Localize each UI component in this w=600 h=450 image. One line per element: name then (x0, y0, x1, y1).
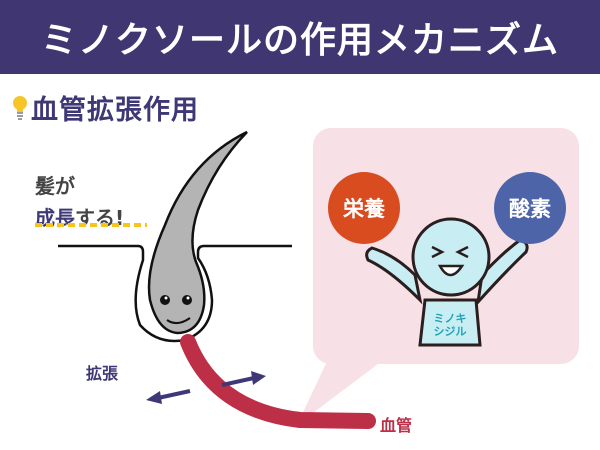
dotted-underline (35, 223, 147, 227)
growth-message: 髪が 成長する! (35, 170, 124, 234)
nutrition-ball: 栄養 (328, 172, 400, 244)
hair-shaft (147, 130, 248, 335)
header-banner: ミノクソールの作用メカニズム (0, 0, 600, 74)
dilation-label: 拡張 (86, 364, 119, 383)
character-shirt-label: ミノキ シジル (425, 312, 475, 338)
blood-vessel (180, 334, 376, 429)
growth-line-1: 髪が (35, 174, 75, 198)
oxygen-ball: 酸素 (494, 172, 566, 244)
shirt-line-2: シジル (433, 325, 467, 338)
hair-face (160, 295, 192, 324)
lightbulb-icon (13, 95, 27, 120)
bubble-tail (297, 355, 390, 425)
page-title: ミノクソールの作用メカニズム (40, 20, 559, 61)
section-title: 血管拡張作用 (31, 95, 199, 126)
blood-vessel-label: 血管 (380, 416, 413, 435)
section-heading: 血管拡張作用 (12, 88, 199, 127)
minoxidil-character (365, 217, 529, 347)
dilation-arrows (146, 371, 266, 404)
character-face (431, 245, 469, 277)
shirt-line-1: ミノキ (433, 312, 467, 325)
